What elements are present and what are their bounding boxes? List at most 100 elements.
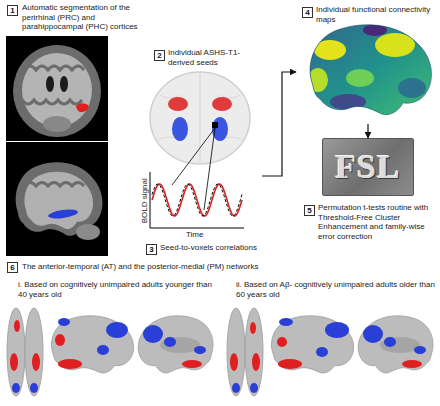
network-brains-left-part [160, 337, 200, 353]
network-brains-right-part [250, 322, 256, 334]
network-brains-right-part [245, 308, 263, 396]
network-brains-left-part [51, 316, 133, 373]
mri-slices-part [25, 172, 93, 229]
glass-brain-part [168, 97, 188, 111]
network-brains-left-part [164, 337, 176, 347]
mri-slices-part [13, 45, 101, 137]
mri-slices-part [24, 183, 84, 187]
step-panel: 1 Automatic segmentation of the perirhina… [4, 2, 154, 256]
step-number: 5 [304, 205, 315, 216]
network-brains-left-part [58, 359, 82, 369]
connectivity-map-part-part [314, 40, 346, 60]
mri-slices-part [48, 208, 79, 220]
step-number: 1 [7, 5, 18, 16]
software-logo: FSL [322, 138, 414, 196]
step-panel: 3Seed-to-voxels correlations [138, 168, 262, 256]
network-brains-right-part [230, 353, 238, 371]
network-brains-right-part [358, 316, 433, 373]
network-brains-left-part [10, 353, 18, 371]
network-brains-left-part [194, 346, 206, 354]
network-brains-right-part [316, 347, 328, 357]
step-heading: The anterior-temporal (AT) and the poste… [22, 262, 432, 272]
flow-arrow [262, 72, 296, 176]
network-brains-left-part [106, 322, 128, 338]
mri-slices-part [76, 224, 100, 240]
network-brains-right-part [250, 383, 258, 393]
mri-slices-part [6, 36, 108, 141]
step-heading: Individual functional connectivity maps [316, 5, 434, 24]
step-panel: 5Permutation t-tests routine with Thresh… [300, 202, 438, 258]
mri-slices-part [6, 141, 108, 142]
network-brains-left-part [138, 316, 213, 373]
mri-slices-part [6, 142, 108, 256]
network-brains-left-part [97, 345, 109, 355]
network-brains-left-part [14, 320, 20, 332]
axis-label: Time [186, 230, 226, 240]
network-brains-right-part [227, 308, 245, 396]
flow-arrow [367, 124, 368, 138]
mri-slices-part [22, 53, 92, 127]
bold-plot [150, 128, 244, 228]
step-heading: Automatic segmentation of the perirhinal… [22, 3, 152, 32]
logo-text: FSL [323, 139, 413, 195]
network-brains-right-part [277, 337, 287, 347]
step-heading: Seed-to-voxels correlations [160, 243, 262, 253]
step-panel: 6 The anterior-temporal (AT) and the post… [4, 260, 436, 276]
network-brains-right-part [414, 346, 426, 354]
mri-slices-part [76, 103, 88, 112]
network-brains-right-part [325, 322, 349, 338]
connectivity-map-part-part [330, 94, 366, 110]
connectivity-map-part [308, 24, 426, 110]
network-brains-left-part [182, 360, 202, 368]
network-brains-right-part [380, 337, 420, 353]
step-number: 3 [146, 244, 157, 255]
network-brains-right-part [271, 316, 353, 373]
panel-caption: i. Based on cognitively unimpaired adult… [18, 280, 218, 299]
network-brains [7, 308, 433, 396]
glass-brain-part [150, 72, 250, 164]
step-number: 4 [302, 7, 313, 18]
panel-caption: ii. Based on Aβ- cognitively unimpaired … [236, 280, 436, 299]
step-heading: Permutation t-tests routine with Thresho… [318, 203, 436, 241]
network-brains-left-part [32, 353, 40, 371]
step-number: 6 [7, 262, 18, 273]
mri-slices-part [43, 116, 71, 132]
connectivity-map-part-part [346, 69, 374, 87]
step-number: 2 [154, 50, 165, 61]
mri-slices-part [46, 76, 54, 92]
network-brains-right-part [402, 360, 422, 368]
glass-brain-part [172, 117, 188, 141]
network-brains-right-part [363, 325, 383, 343]
connectivity-map-part-part [398, 78, 426, 98]
network-brains-right-part [279, 318, 293, 326]
glass-brain-part [200, 73, 201, 163]
bold-plot-part [152, 184, 242, 216]
glass-brain-part [212, 122, 218, 128]
mri-slices [6, 36, 108, 256]
mri-slices-part [24, 66, 84, 70]
network-brains-left-part [7, 308, 25, 396]
network-brains-right-part [252, 353, 260, 371]
glass-brain-part [158, 95, 242, 140]
connectivity-map-part-part [363, 24, 387, 36]
axis-label: BOLD signal [140, 171, 150, 231]
connectivity-map-part [310, 25, 431, 115]
connectivity-map [308, 24, 432, 115]
network-brains-right-part [278, 359, 302, 369]
step-heading: Individual ASHS-T1-derived seeds [168, 48, 260, 67]
network-brains-right-part [384, 337, 396, 347]
connectivity-map-part [310, 25, 431, 115]
glass-brain [150, 72, 250, 164]
bold-plot-part [150, 172, 244, 228]
mri-slices-part [60, 76, 68, 92]
network-brains-left-part [25, 308, 43, 396]
glass-brain-part [212, 97, 232, 111]
network-brains-left-part [143, 325, 163, 343]
network-brains-right [227, 308, 433, 396]
network-brains-left-part [12, 383, 20, 393]
network-brains-left [7, 308, 213, 396]
network-brains-left-part [58, 318, 70, 326]
network-brains-left-part [30, 383, 38, 393]
bold-plot-part [152, 184, 242, 216]
